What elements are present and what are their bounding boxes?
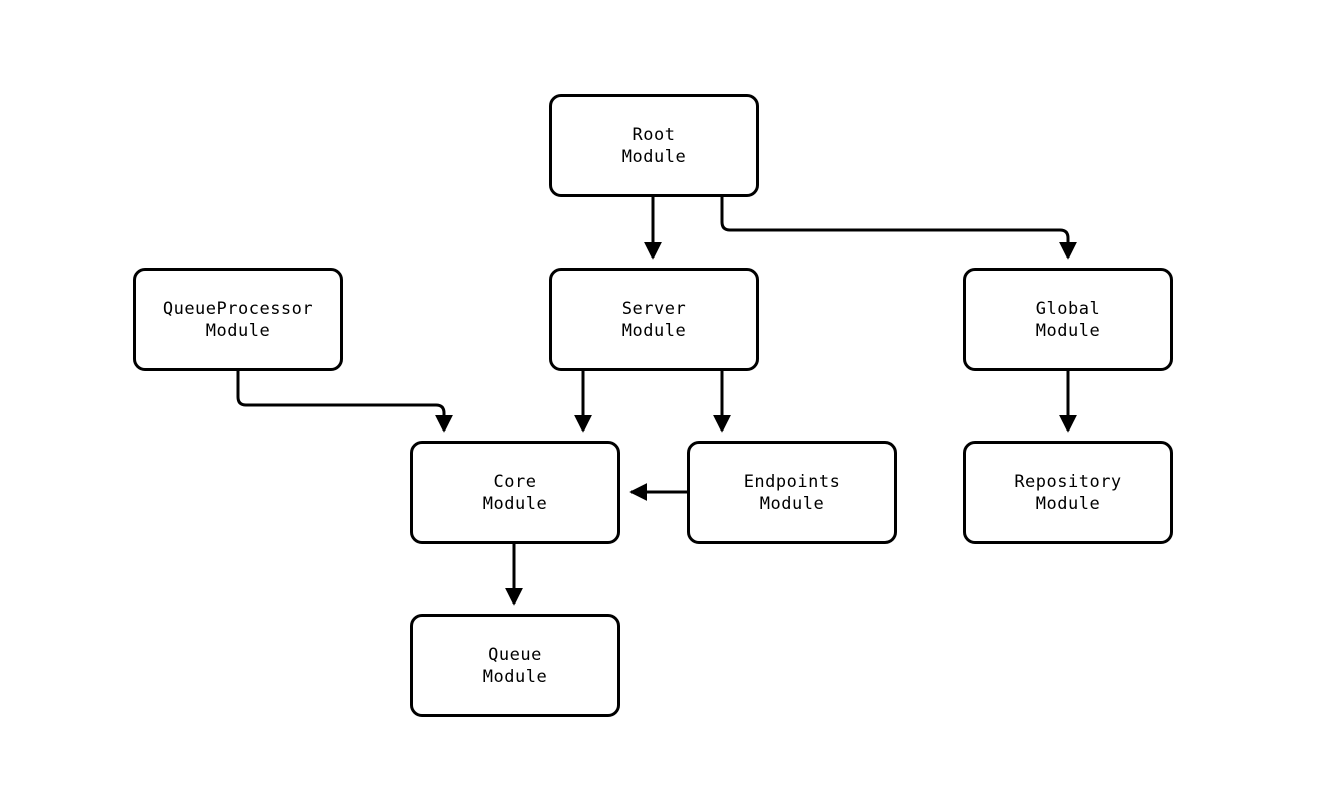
node-server-module-label: Server Module bbox=[621, 298, 687, 341]
edge-root-to-global bbox=[720, 197, 1077, 260]
node-queueprocessor-module[interactable]: QueueProcessor Module bbox=[133, 268, 343, 371]
node-repository-module[interactable]: Repository Module bbox=[963, 441, 1173, 544]
node-queue-module-label: Queue Module bbox=[482, 644, 548, 687]
node-core-module[interactable]: Core Module bbox=[410, 441, 620, 544]
node-root-module[interactable]: Root Module bbox=[549, 94, 759, 197]
node-root-module-label: Root Module bbox=[621, 124, 687, 167]
node-global-module-label: Global Module bbox=[1035, 298, 1101, 341]
node-endpoints-module-label: Endpoints Module bbox=[743, 471, 841, 514]
edge-queueprocessor-to-core bbox=[236, 371, 453, 433]
node-repository-module-label: Repository Module bbox=[1014, 471, 1122, 514]
node-global-module[interactable]: Global Module bbox=[963, 268, 1173, 371]
node-queue-module[interactable]: Queue Module bbox=[410, 614, 620, 717]
node-core-module-label: Core Module bbox=[482, 471, 548, 514]
node-server-module[interactable]: Server Module bbox=[549, 268, 759, 371]
node-endpoints-module[interactable]: Endpoints Module bbox=[687, 441, 897, 544]
node-queueprocessor-module-label: QueueProcessor Module bbox=[162, 298, 314, 341]
